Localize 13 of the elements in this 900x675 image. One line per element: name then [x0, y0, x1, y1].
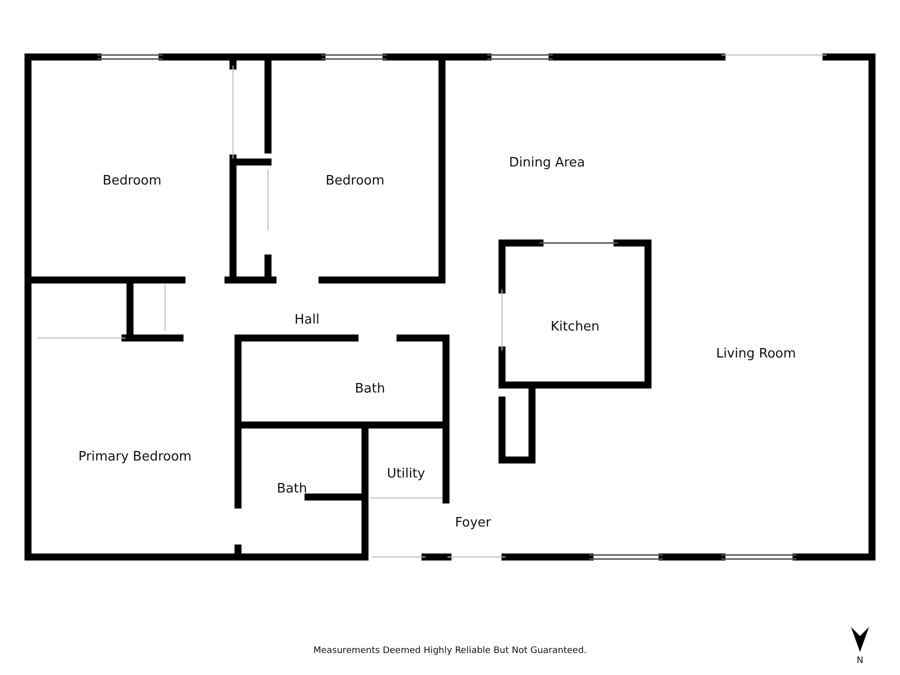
room-label: Living Room: [716, 346, 796, 362]
room-label: Foyer: [455, 516, 491, 530]
room-label: Kitchen: [550, 320, 600, 334]
room-label: Bedroom: [326, 174, 384, 188]
room-label: Bedroom: [102, 174, 162, 188]
room-label: Bath: [276, 482, 308, 496]
room-label: Bath: [354, 382, 386, 396]
room-label: Dining Area: [509, 156, 585, 170]
room-label: Utility: [386, 466, 426, 482]
room-label: Primary Bedroom: [78, 450, 192, 464]
room-label: Hall: [294, 312, 320, 328]
compass-letter: N: [856, 656, 864, 666]
caption: Measurements Deemed Highly Reliable But Not Guaranteed.: [313, 646, 587, 656]
